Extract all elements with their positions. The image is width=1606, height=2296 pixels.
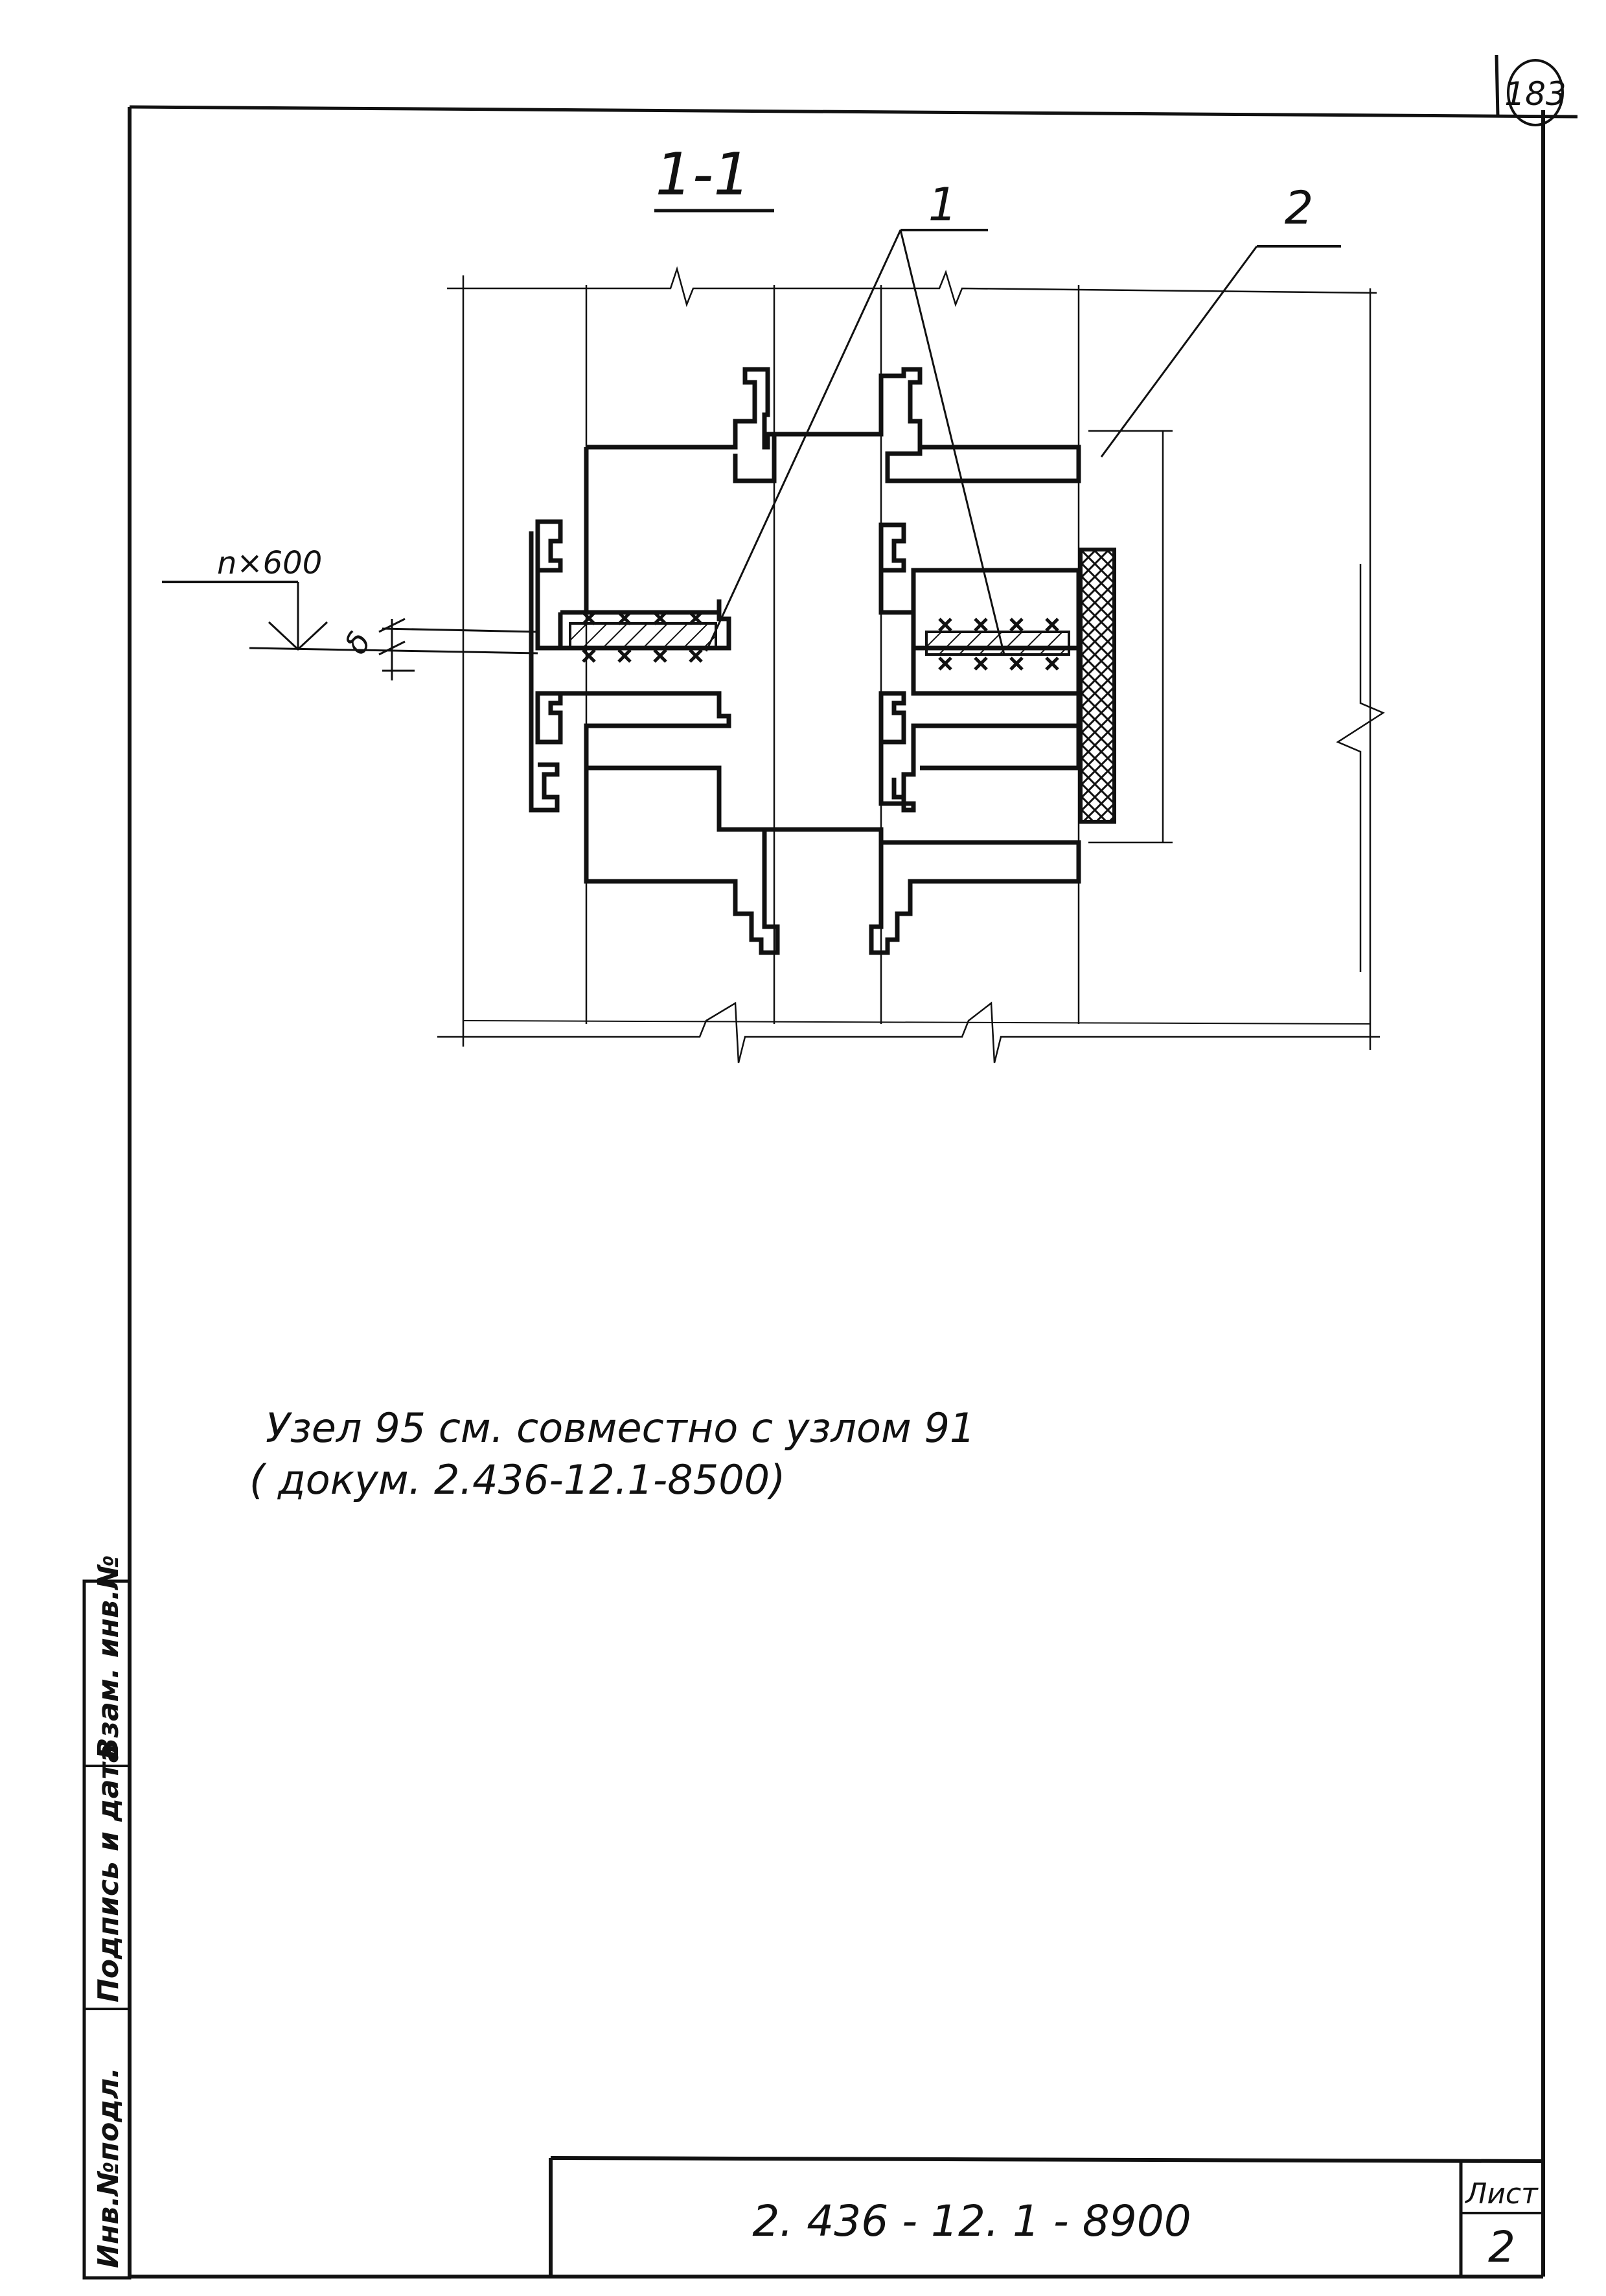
drawing-frame xyxy=(128,54,1578,2279)
note-line-2: ( докум. 2.436-12.1-8500) xyxy=(249,1456,785,1503)
insulation-board xyxy=(1079,548,1116,824)
document-code: 2. 436 - 12. 1 - 8900 xyxy=(752,2196,1191,2246)
side-stamp-replaces-inv: Взам. инв.№ xyxy=(92,1555,125,1759)
svg-text:δ: δ xyxy=(338,625,378,660)
callout-1-label: 1 xyxy=(928,178,958,231)
insulation-crosses xyxy=(582,611,1059,671)
section-title: 1-1 xyxy=(656,141,751,209)
right-seal-strip xyxy=(925,631,1070,656)
left-seal-strip xyxy=(569,622,717,649)
sheet-value: 2 xyxy=(1488,2222,1515,2272)
callout-2-label: 2 xyxy=(1285,181,1314,235)
title-block: 2. 436 - 12. 1 - 8900 Лист 2 xyxy=(549,2156,1544,2277)
sheet-number-text: 183 xyxy=(1504,75,1566,113)
side-stamp-signature-date: Подпись и дата xyxy=(92,1743,125,2002)
dimension-spacing: n×600 xyxy=(162,545,538,655)
sheet-label: Лист xyxy=(1464,2177,1539,2210)
svg-text:n×600: n×600 xyxy=(217,545,322,581)
sheet-number-circle: 183 xyxy=(1504,59,1566,126)
side-stamp: Взам. инв.№ Подпись и дата Инв.№подл. xyxy=(82,1555,132,2280)
leader-lines xyxy=(705,229,1258,655)
note-line-1: Узел 95 см. совместно с узлом 91 xyxy=(266,1404,975,1452)
panel-profiles xyxy=(529,367,1081,955)
dimension-gap: δ xyxy=(338,618,538,680)
side-stamp-inv-orig: Инв.№подл. xyxy=(92,2067,125,2268)
